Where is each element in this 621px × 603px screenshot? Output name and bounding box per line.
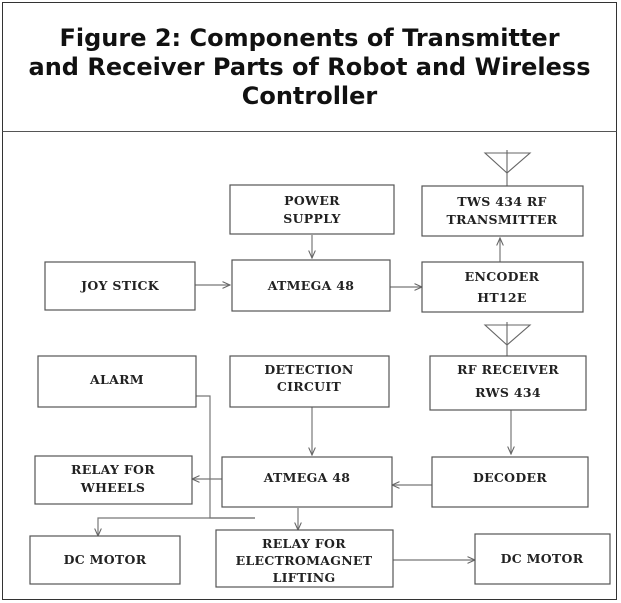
block-detection-circuit-line-2: CIRCUIT bbox=[277, 379, 342, 394]
block-tws-transmitter: TWS 434 RF TRANSMITTER bbox=[421, 185, 584, 237]
block-decoder-line-1: DECODER bbox=[473, 470, 547, 485]
block-dc-motor-right: DC MOTOR bbox=[474, 533, 611, 585]
block-power-supply-line-2: SUPPLY bbox=[283, 211, 341, 226]
block-atmega-transmitter-line-1: ATMEGA 48 bbox=[267, 278, 355, 293]
block-detection-circuit: DETECTION CIRCUIT bbox=[229, 355, 390, 408]
figure-title: Figure 2: Components of Transmitter and … bbox=[21, 24, 599, 111]
block-alarm-line-1: ALARM bbox=[89, 372, 144, 387]
block-rf-receiver-line-2: RWS 434 bbox=[475, 385, 541, 400]
block-encoder-line-2: HT12E bbox=[477, 290, 527, 305]
transmitter-antenna-icon bbox=[483, 150, 532, 186]
figure-title-line-1: Figure 2: Components of Transmitter bbox=[59, 23, 560, 52]
block-relay-wheels: RELAY FOR WHEELS bbox=[34, 455, 193, 505]
figure-title-line-2: and Receiver Parts of Robot and Wireless bbox=[28, 52, 591, 81]
block-rf-receiver: RF RECEIVER RWS 434 bbox=[429, 355, 587, 411]
block-atmega-receiver: ATMEGA 48 bbox=[221, 456, 393, 508]
block-encoder: ENCODER HT12E bbox=[421, 261, 584, 313]
block-relay-electromagnet-line-1: RELAY FOR bbox=[262, 536, 346, 551]
block-joystick: JOY STICK bbox=[44, 261, 196, 311]
block-decoder: DECODER bbox=[431, 456, 589, 508]
receiver-antenna-icon bbox=[483, 322, 532, 356]
block-power-supply: POWER SUPPLY bbox=[229, 184, 395, 235]
block-detection-circuit-line-1: DETECTION bbox=[264, 362, 353, 377]
block-dc-motor-left: DC MOTOR bbox=[29, 535, 181, 585]
block-relay-electromagnet-line-2: ELECTROMAGNET bbox=[236, 553, 373, 568]
block-relay-electromagnet-line-3: LIFTING bbox=[273, 570, 336, 585]
block-alarm: ALARM bbox=[37, 355, 197, 408]
block-relay-wheels-line-2: WHEELS bbox=[80, 480, 146, 495]
block-encoder-line-1: ENCODER bbox=[465, 269, 540, 284]
block-tws-transmitter-line-1: TWS 434 RF bbox=[457, 194, 546, 209]
block-tws-transmitter-line-2: TRANSMITTER bbox=[447, 212, 558, 227]
block-atmega-receiver-line-1: ATMEGA 48 bbox=[263, 470, 351, 485]
block-power-supply-line-1: POWER bbox=[284, 193, 340, 208]
connector-atmega-to-dcmotor-left bbox=[98, 517, 255, 536]
block-relay-electromagnet: RELAY FOR ELECTROMAGNET LIFTING bbox=[215, 529, 394, 588]
block-dc-motor-left-line-1: DC MOTOR bbox=[64, 552, 147, 567]
block-atmega-transmitter: ATMEGA 48 bbox=[231, 259, 391, 312]
figure-title-box: Figure 2: Components of Transmitter and … bbox=[2, 2, 617, 132]
block-joystick-line-1: JOY STICK bbox=[80, 278, 160, 293]
figure-title-line-3: Controller bbox=[241, 81, 378, 110]
block-dc-motor-right-line-1: DC MOTOR bbox=[501, 551, 584, 566]
block-rf-receiver-line-1: RF RECEIVER bbox=[457, 362, 559, 377]
block-relay-wheels-line-1: RELAY FOR bbox=[71, 462, 155, 477]
